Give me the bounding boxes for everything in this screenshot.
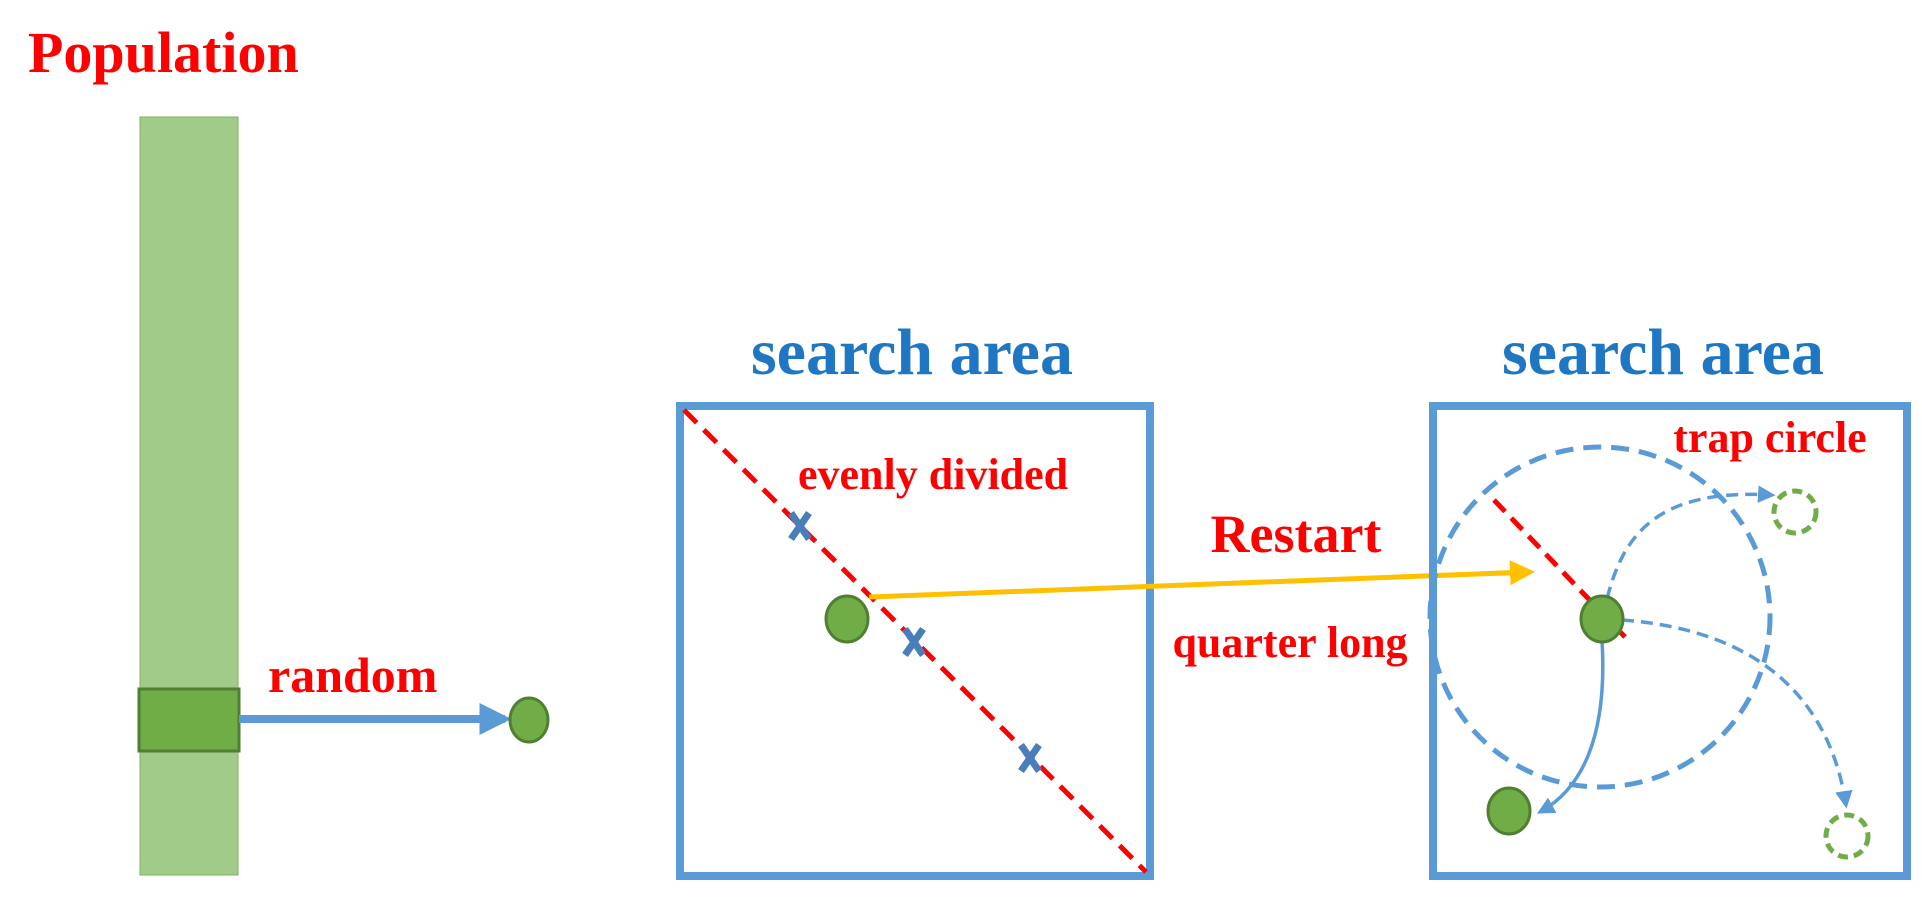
circle-node-icon [1486,786,1532,836]
hollow-node-icon [1771,488,1819,536]
trap-circle-label: trap circle [1673,413,1866,462]
search-area-box-1 [676,402,1154,880]
solid-arc-arrow [1536,639,1605,814]
trap-circle [1427,444,1773,790]
cross-mark-icon [788,511,812,541]
random-node-icon [508,696,550,744]
restart-label: Restart [1211,504,1382,564]
dashed-arc-arrow-upper [1601,485,1776,618]
random-label: random [268,647,437,703]
cross-mark-icon [902,627,926,657]
restart-arrow [868,560,1535,600]
population-label: Population [28,20,299,85]
search-area-title-2: search area [1502,316,1824,389]
quarter-long-label: quarter long [1172,618,1407,667]
population-bar [139,116,239,876]
cross-mark-icon [1018,743,1042,773]
evenly-divided-label: evenly divided [798,450,1068,499]
circle-node-icon [824,594,870,644]
dashed-arc-arrow-lower [1621,618,1853,809]
selected-individual-block [137,687,241,753]
search-area-title-1: search area [751,316,1073,389]
hollow-node-icon [1823,812,1871,860]
circle-node-icon [1579,594,1625,644]
diagonal-dashed-line-1 [682,408,1148,874]
